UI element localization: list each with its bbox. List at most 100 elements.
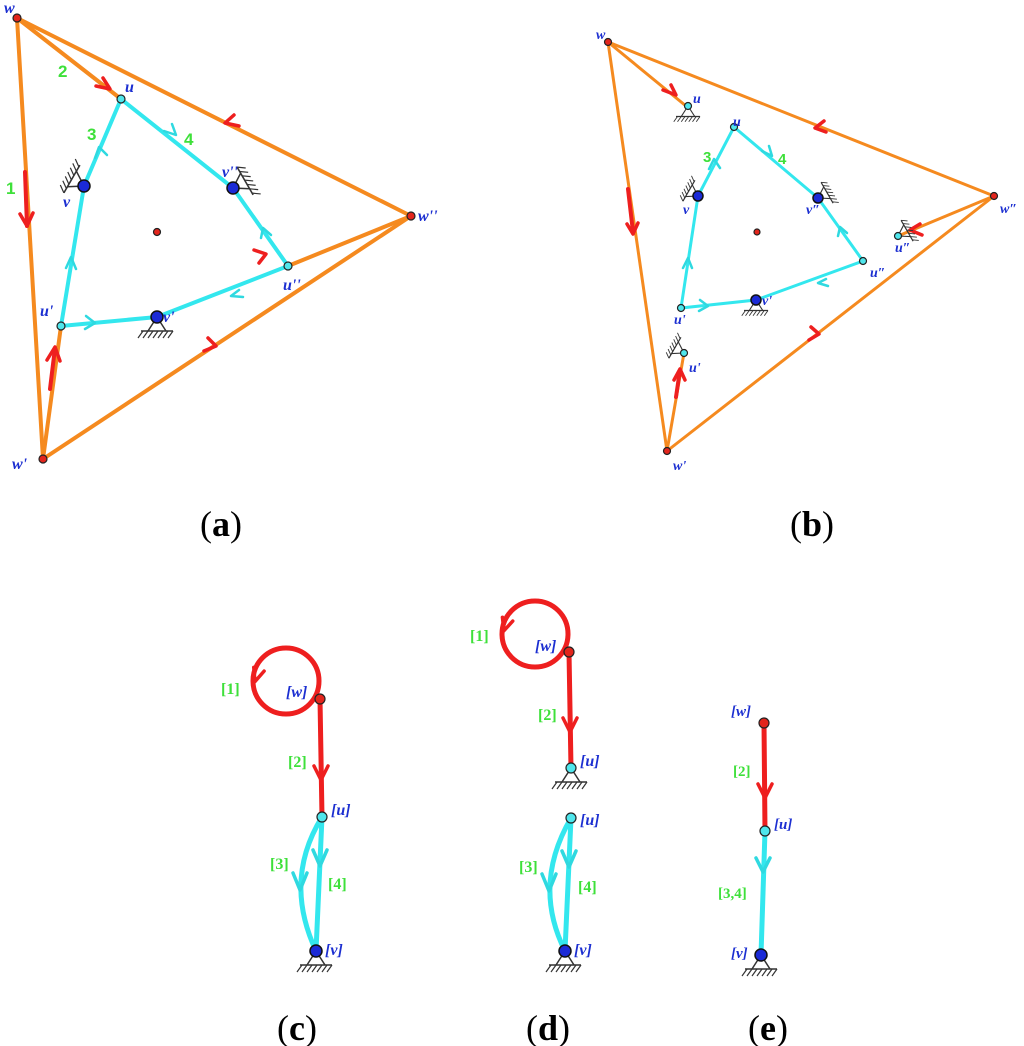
node-w1-a: [38, 454, 48, 464]
label-w-e: [w]: [731, 704, 751, 720]
label-w2-b: w″: [1000, 202, 1017, 217]
node-v-b: [692, 190, 704, 202]
edge-label-4-b: 4: [778, 151, 787, 168]
label-v-b: v: [683, 203, 690, 218]
caption-d: (d): [526, 1008, 570, 1046]
label-u2-ground-b: u″: [895, 241, 911, 256]
node-w-a: [12, 13, 22, 23]
label-u-inner-b: u: [733, 115, 741, 130]
node-u-a: [116, 94, 126, 104]
node-v-c: [309, 944, 323, 958]
node-u1-ground-b: [679, 348, 689, 358]
edge-label-4-d: [4]: [578, 879, 597, 896]
node-u2-a: [283, 261, 293, 271]
label-v-c: [v]: [325, 942, 343, 959]
label-u-bottom-d: [u]: [580, 812, 600, 829]
label-u1-b: u': [674, 313, 686, 328]
node-v2-a: [226, 181, 240, 195]
label-u2-b: u″: [870, 266, 886, 281]
supports-b: [664, 106, 918, 363]
node-u-ground-b: [683, 101, 693, 111]
label-u-a: u: [125, 79, 134, 96]
label-w-c: [w]: [286, 684, 307, 701]
node-u-b: [729, 122, 739, 132]
label-v1-a: v': [163, 309, 175, 326]
edge-label-1-a: 1: [6, 179, 15, 198]
caption-b: (b): [790, 504, 834, 544]
label-w-d: [w]: [535, 638, 556, 655]
label-v-e: [v]: [731, 946, 748, 962]
label-u-e: [u]: [774, 817, 792, 833]
nodes-a: [12, 13, 416, 464]
edge-label-3-d: [3]: [519, 859, 538, 876]
node-v-a: [77, 179, 91, 193]
edge-label-3-b: 3: [703, 149, 711, 166]
arrows-a: [18, 76, 268, 363]
node-u2-b: [858, 256, 868, 266]
edge-label-2-e: [2]: [733, 764, 751, 780]
edge-label-1-d: [1]: [470, 628, 489, 645]
node-u-c: [316, 811, 328, 823]
labels-b: w w' w″ u u u' u' u″ u″ v v' v″ 3 4: [596, 28, 1017, 474]
node-w-c: [314, 693, 326, 705]
panel-e: [w] [u] [v] [2] [3,4] (e): [718, 704, 792, 1046]
node-w-b: [603, 37, 613, 47]
node-u-top-d: [565, 762, 577, 774]
edge-label-3-c: [3]: [270, 856, 289, 873]
label-v-a: v: [63, 194, 71, 211]
edge-highlights-b: [626, 187, 682, 399]
panel-c: [w] [u] [v] [1] [2] [3] [4] (c): [221, 645, 351, 1046]
caption-a: (a): [200, 504, 242, 544]
edge-label-2-d: [2]: [538, 707, 557, 724]
label-u-top-d: [u]: [580, 753, 600, 770]
label-v2-a: v'': [222, 164, 239, 181]
edge-label-2-a: 2: [58, 62, 67, 81]
edge-label-1-c: [1]: [221, 681, 240, 698]
label-u-b: u: [693, 92, 701, 107]
panel-b: w w' w″ u u u' u' u″ u″ v v' v″ 3 4 (b): [596, 28, 1017, 544]
panel-d: [w] [u] [u] [v] [1] [2] [3] [4] (d): [470, 598, 600, 1046]
node-u-e: [759, 825, 771, 837]
label-w1-b: w': [673, 459, 686, 474]
node-v-e: [754, 948, 768, 962]
node-w2-a: [406, 211, 416, 221]
edge-label-3-a: 3: [87, 125, 96, 144]
caption-e: (e): [748, 1008, 788, 1046]
label-u-c: [u]: [331, 802, 351, 819]
node-w2-b: [989, 191, 999, 201]
center-point-a: [152, 227, 162, 237]
node-u2-ground-b: [893, 231, 903, 241]
caption-c: (c): [277, 1008, 317, 1046]
label-v1-b: v': [762, 294, 772, 309]
label-v-d: [v]: [574, 942, 592, 959]
edge-label-2-c: [2]: [288, 754, 307, 771]
node-u1-b: [676, 303, 686, 313]
label-u1-a: u': [40, 303, 54, 320]
node-v2-b: [812, 192, 824, 204]
node-v1-b: [750, 294, 762, 306]
edge-label-34-e: [3,4]: [718, 886, 747, 902]
label-w1-a: w': [12, 456, 28, 473]
label-u1-ground-b: u': [689, 361, 701, 376]
label-w-b: w: [596, 28, 606, 43]
center-point-b: [753, 228, 761, 236]
label-w-a: w: [4, 0, 15, 17]
node-u1-a: [56, 321, 66, 331]
label-v2-b: v″: [806, 203, 820, 218]
node-w-d: [563, 646, 575, 658]
node-v-d: [558, 944, 572, 958]
node-w-e: [758, 717, 770, 729]
node-u-bottom-d: [565, 812, 577, 824]
label-u2-a: u'': [283, 277, 301, 294]
outer-triangle-b: [606, 40, 996, 453]
edge-label-4-a: 4: [184, 130, 194, 149]
arrows-b: [625, 83, 924, 382]
node-w1-b: [662, 446, 672, 456]
node-v1-a: [150, 310, 164, 324]
nodes-b: [603, 37, 999, 456]
outer-triangle-a: [15, 16, 413, 461]
edge-highlights-a: [23, 170, 57, 391]
label-w2-a: w'': [418, 208, 438, 225]
panel-a: w w' w'' u u' u'' v v' v'' 1 2 3 4 (a): [4, 0, 438, 544]
